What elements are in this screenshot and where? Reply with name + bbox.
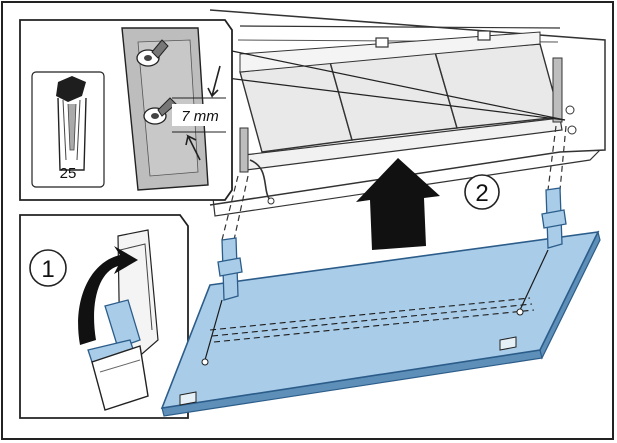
filter-panel-2 (329, 51, 458, 141)
panel-brackets (217, 187, 567, 301)
lift-up-arrow (356, 158, 440, 250)
torx-size-label: 25 (60, 165, 77, 182)
step-2-group: 2 (464, 174, 500, 210)
bracket-plate-illustration (121, 27, 209, 191)
screw-distance-label: 7 mm (181, 108, 219, 125)
grease-filters (239, 30, 563, 171)
torx-bit-illustration: 25 (31, 71, 105, 188)
hood-brackets (239, 57, 563, 205)
alignment-guides (221, 125, 567, 241)
hood-screws (565, 105, 577, 135)
step-1-marker (29, 249, 67, 287)
screw-detail-callout: 25 7 mm (19, 19, 566, 201)
step-2-marker (464, 174, 500, 210)
step-2-number: 2 (475, 180, 488, 207)
cover-panel (160, 230, 601, 417)
clip-detail-callout: 1 (19, 214, 189, 419)
screw-distance-dimension: 7 mm (172, 65, 228, 161)
step-1-number: 1 (41, 256, 54, 283)
